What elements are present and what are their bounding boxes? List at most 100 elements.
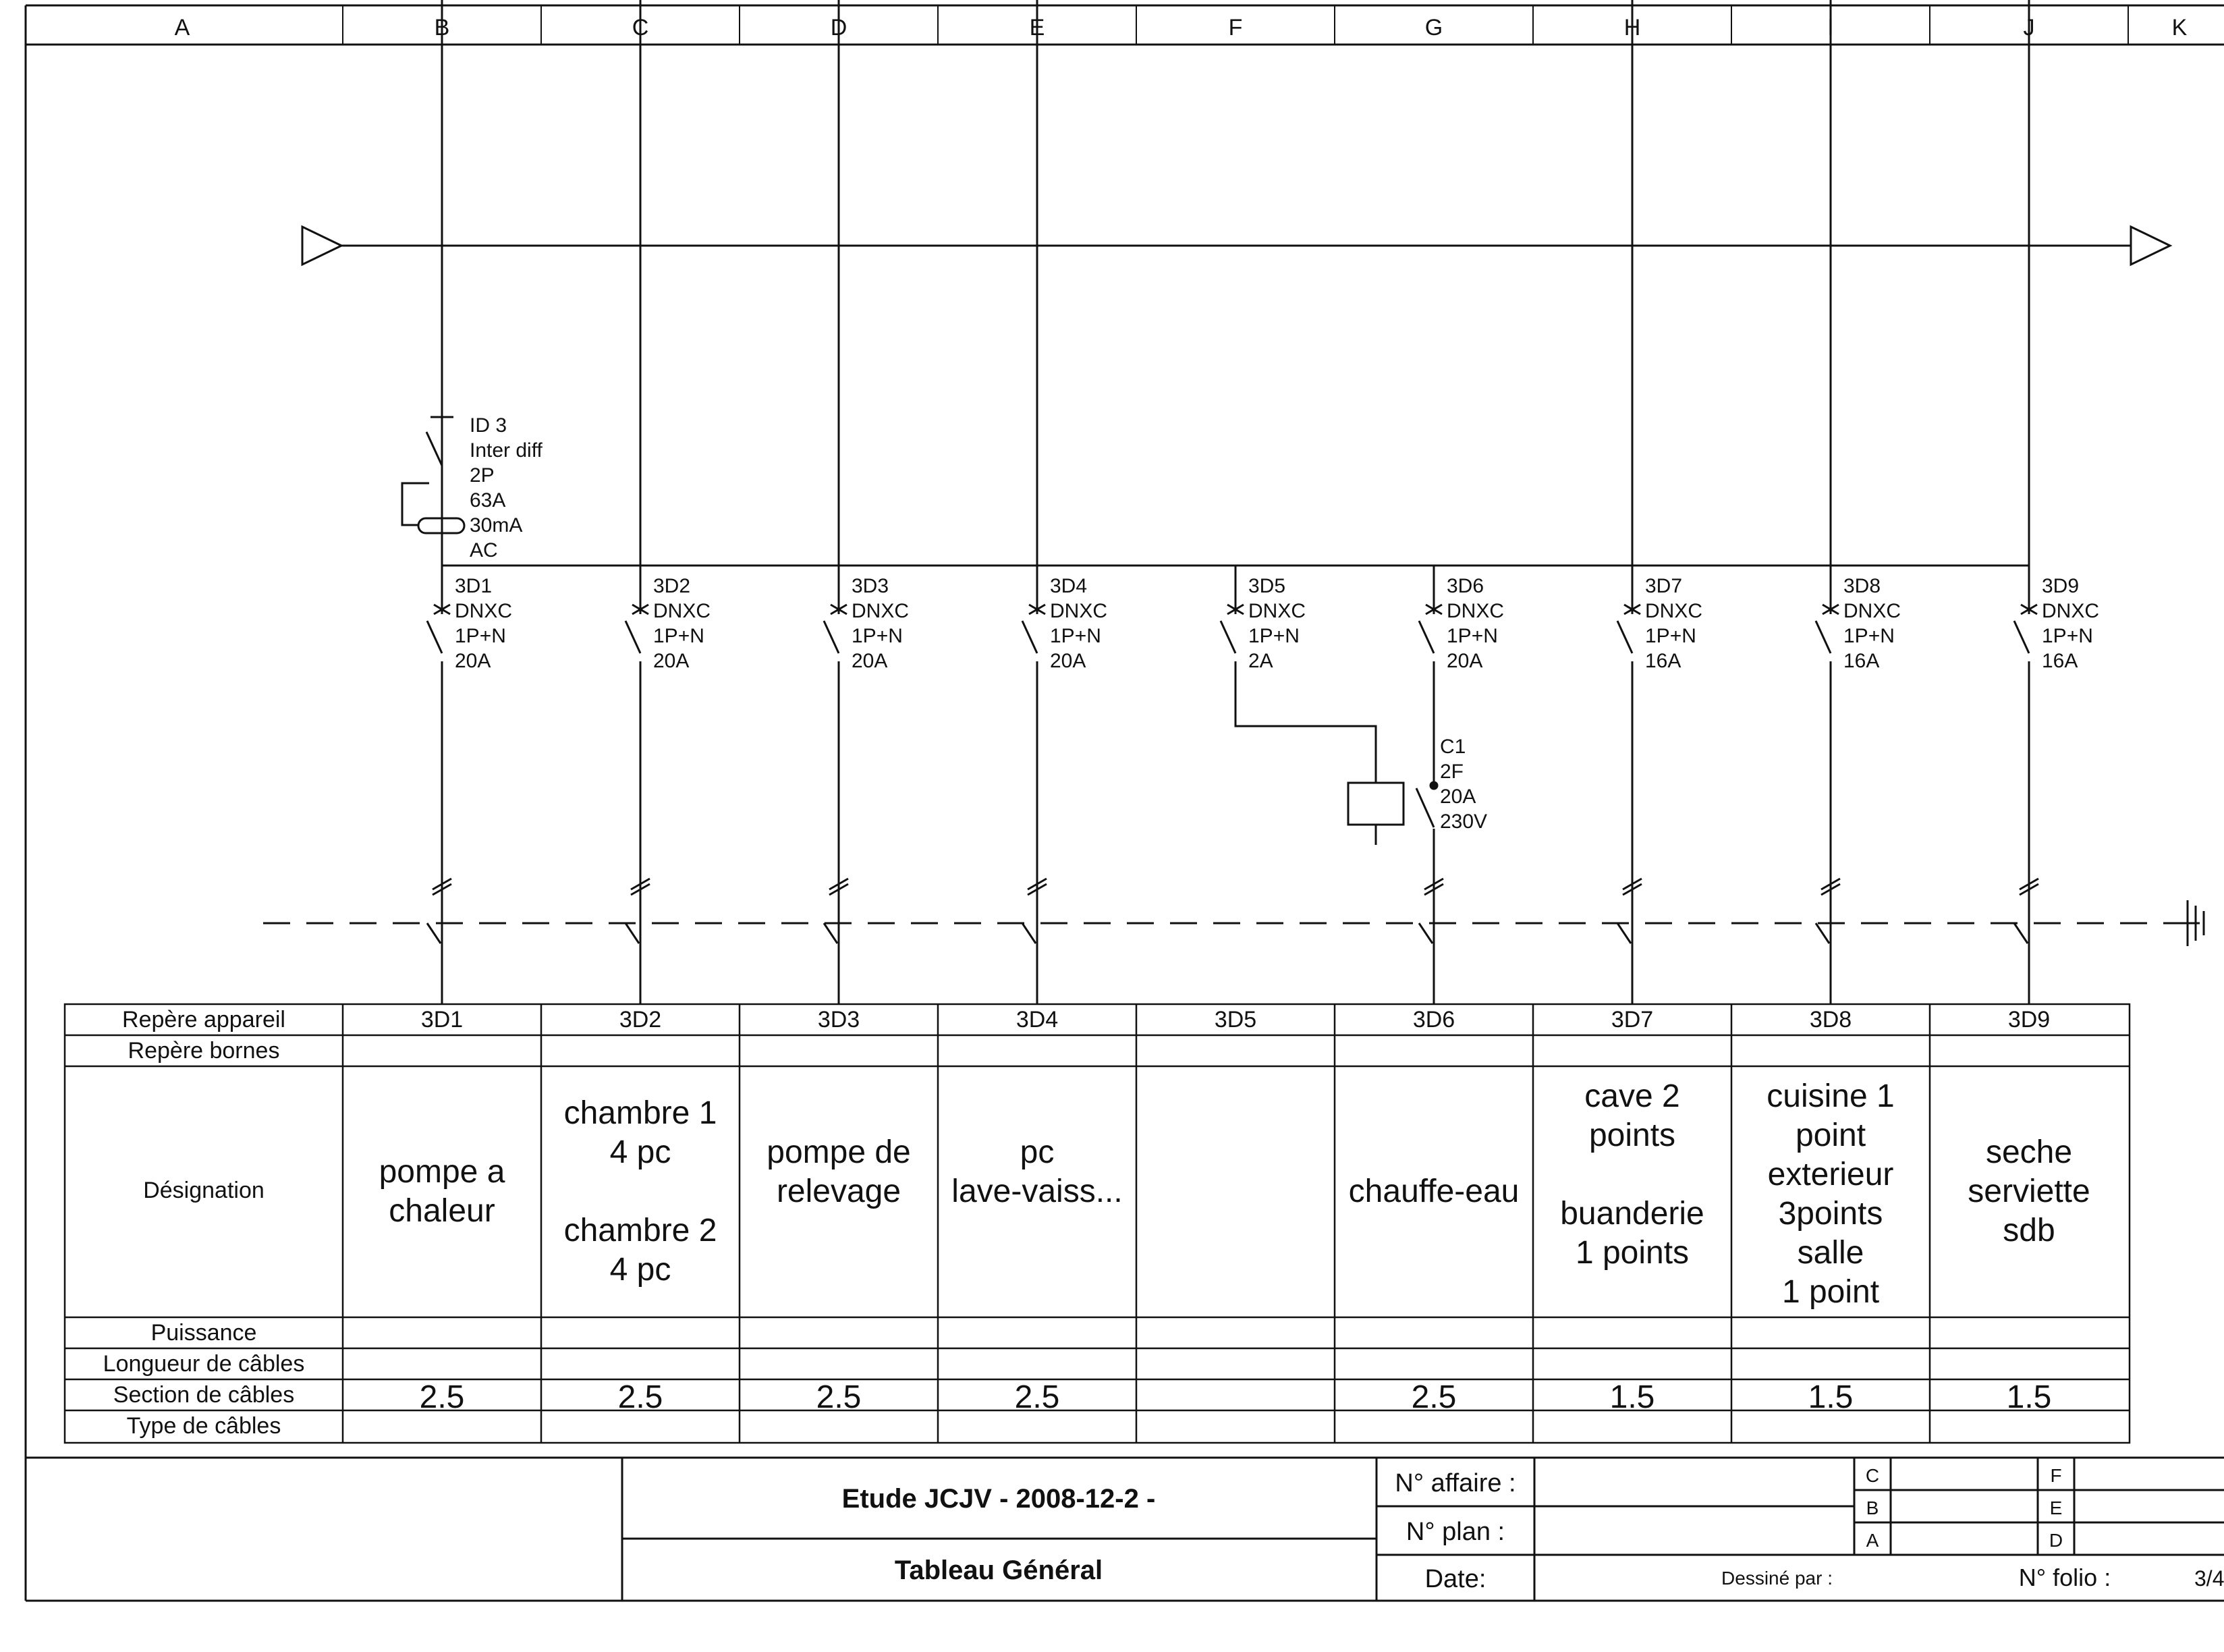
- row-label-repere-appareil: Repère appareil: [122, 1007, 285, 1032]
- breaker-id: 3D1: [455, 575, 492, 597]
- breaker-3d4: [1021, 0, 1048, 1005]
- supply-line: [301, 225, 2173, 267]
- designation-3d9: seche serviette sdb: [1968, 1134, 2090, 1248]
- breaker-poles: 1P+N: [653, 625, 704, 647]
- contactor-label-line: 20A: [1440, 786, 1476, 808]
- breaker-label-3d9: 3D9 DNXC 1P+N 16A: [2042, 575, 2099, 672]
- breaker-label-3d8: 3D8 DNXC 1P+N 16A: [1843, 575, 1901, 672]
- breaker-id: 3D6: [1447, 575, 1484, 597]
- designation-3d6: chauffe-eau: [1349, 1174, 1520, 1209]
- main-switch-label-line: AC: [470, 539, 498, 561]
- designation-line: chambre 1: [564, 1095, 717, 1131]
- designation-line: sdb: [2003, 1213, 2055, 1248]
- breaker-poles: 1P+N: [1645, 625, 1696, 647]
- designation-3d3: pompe de relevage: [767, 1134, 911, 1209]
- breaker-label-3d2: 3D2 DNXC 1P+N 20A: [653, 575, 711, 672]
- breaker-rating: 20A: [852, 650, 887, 672]
- designation-line: cuisine 1: [1767, 1078, 1894, 1114]
- main-switch-label-line: ID 3: [470, 414, 507, 437]
- breaker-poles: 1P+N: [852, 625, 903, 647]
- breaker-label-3d1: 3D1 DNXC 1P+N 20A: [455, 575, 512, 672]
- revision-letter: B: [1866, 1497, 1879, 1518]
- section-cell: 1.5: [1808, 1379, 1854, 1415]
- breaker-label-3d7: 3D7 DNXC 1P+N 16A: [1645, 575, 1702, 672]
- breaker-poles: 1P+N: [1447, 625, 1498, 647]
- designation-line: buanderie: [1560, 1196, 1704, 1232]
- contactor-label: C1 2F 20A 230V: [1440, 736, 1487, 833]
- designation-line: cave 2: [1584, 1078, 1679, 1114]
- folio-value: 3/4: [2194, 1566, 2224, 1591]
- breaker-type: DNXC: [2042, 600, 2099, 622]
- designation-line: pompe a: [379, 1154, 505, 1190]
- device-ref-cell: 3D5: [1215, 1007, 1256, 1032]
- date-label: Date:: [1425, 1565, 1486, 1593]
- section-cell: 1.5: [1610, 1379, 1655, 1415]
- breaker-columns: [426, 0, 2040, 1005]
- designation-line: chaleur: [389, 1193, 495, 1229]
- main-switch-label-line: Inter diff: [470, 439, 543, 462]
- breaker-type: DNXC: [852, 600, 909, 622]
- breaker-id: 3D4: [1050, 575, 1087, 597]
- main-switch-label-line: 2P: [470, 464, 495, 487]
- column-label: G: [1425, 15, 1443, 40]
- breaker-type: DNXC: [1447, 600, 1504, 622]
- row-label-puissance: Puissance: [151, 1320, 257, 1346]
- contactor-label-line: 2F: [1440, 761, 1464, 783]
- designation-3d7: cave 2 points buanderie 1 points: [1560, 1078, 1704, 1271]
- breaker-rating: 20A: [1050, 650, 1086, 672]
- breaker-label-3d5: 3D5 DNXC 1P+N 2A: [1248, 575, 1306, 672]
- dessine-label: Dessiné par :: [1721, 1568, 1833, 1589]
- designation-line: lave-vaiss...: [951, 1174, 1122, 1209]
- section-cell: 2.5: [1412, 1379, 1457, 1415]
- breaker-poles: 1P+N: [1248, 625, 1300, 647]
- breaker-poles: 1P+N: [1050, 625, 1101, 647]
- section-cell: 2.5: [816, 1379, 862, 1415]
- section-cell: 1.5: [2007, 1379, 2052, 1415]
- designation-3d1: pompe a chaleur: [379, 1154, 505, 1229]
- breaker-type: DNXC: [455, 600, 512, 622]
- breaker-rating: 20A: [653, 650, 689, 672]
- breaker-rating: 2A: [1248, 650, 1273, 672]
- breaker-3d8: [1814, 0, 1841, 1005]
- circuit-table: Repère appareil Repère bornes Désignatio…: [63, 1003, 2131, 1444]
- breaker-id: 3D5: [1248, 575, 1285, 597]
- breaker-poles: 1P+N: [1843, 625, 1895, 647]
- breaker-label-3d3: 3D3 DNXC 1P+N 20A: [852, 575, 909, 672]
- designation-3d2: chambre 1 4 pc chambre 2 4 pc: [564, 1095, 717, 1288]
- designation-line: pc: [1020, 1134, 1055, 1170]
- ground-icon: [2186, 900, 2205, 946]
- column-header-band: A B C D E F G H I J K: [24, 4, 2224, 1601]
- breaker-type: DNXC: [1645, 600, 1702, 622]
- designation-line: salle: [1798, 1235, 1864, 1271]
- breaker-type: DNXC: [1050, 600, 1107, 622]
- designation-line: points: [1589, 1118, 1675, 1153]
- device-ref-cell: 3D8: [1810, 1007, 1852, 1032]
- designation-line: chauffe-eau: [1349, 1174, 1520, 1209]
- device-ref-cell: 3D6: [1413, 1007, 1455, 1032]
- section-cell: 2.5: [618, 1379, 663, 1415]
- row-label-longueur: Longueur de câbles: [103, 1351, 305, 1377]
- designation-line: pompe de: [767, 1134, 911, 1170]
- breaker-3d7: [1616, 0, 1643, 1005]
- breaker-id: 3D3: [852, 575, 889, 597]
- designation-line: 4 pc: [610, 1252, 671, 1288]
- plan-label: N° plan :: [1406, 1518, 1505, 1546]
- designation-line: serviette: [1968, 1174, 2090, 1209]
- device-ref-cell: 3D2: [619, 1007, 661, 1032]
- breaker-labels: 3D1 DNXC 1P+N 20A 3D2 DNXC 1P+N 20A 3D3 …: [455, 575, 2099, 833]
- breaker-rating: 20A: [455, 650, 491, 672]
- row-label-section: Section de câbles: [113, 1382, 294, 1408]
- breaker-rating: 16A: [2042, 650, 2078, 672]
- breaker-rating: 20A: [1447, 650, 1482, 672]
- contactor-label-line: C1: [1440, 736, 1466, 758]
- revision-letter: C: [1866, 1465, 1879, 1486]
- column-label: K: [2172, 15, 2188, 40]
- revision-letter: F: [2050, 1465, 2061, 1486]
- breaker-label-3d6: 3D6 DNXC 1P+N 20A: [1447, 575, 1504, 672]
- designation-line: exterieur: [1768, 1157, 1894, 1192]
- device-ref-cell: 3D3: [818, 1007, 860, 1032]
- breaker-poles: 1P+N: [455, 625, 506, 647]
- folio-label: N° folio :: [2019, 1564, 2111, 1591]
- revision-letter: D: [2049, 1530, 2063, 1551]
